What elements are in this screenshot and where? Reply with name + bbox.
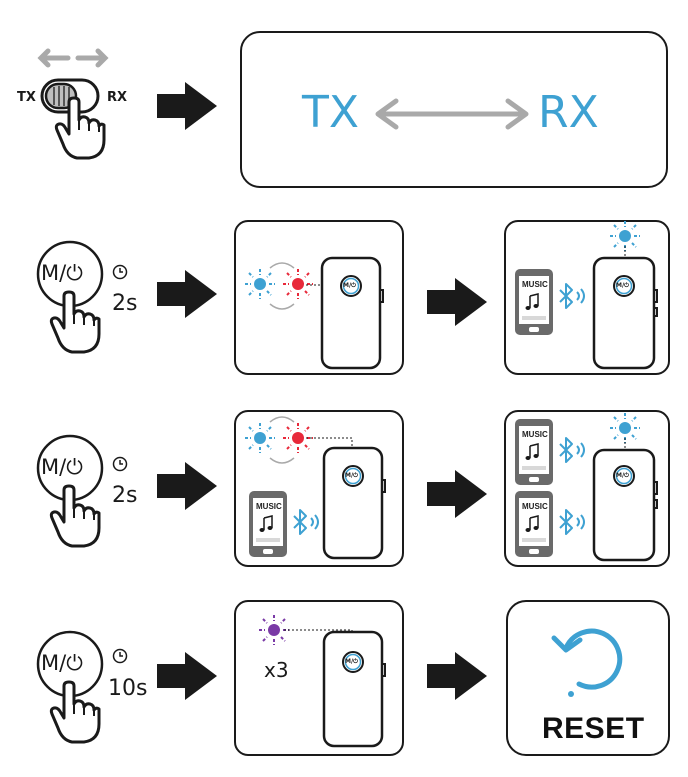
reset-circular-arrow-icon [551, 628, 623, 697]
tx-mode-label: TX [302, 87, 360, 138]
led-blue-icon [245, 269, 275, 299]
hold-duration: 2s [112, 483, 138, 508]
phone-screen-text: MUSIC [522, 280, 548, 289]
next-step-arrow-icon [157, 652, 217, 700]
switch-label-tx: TX [17, 90, 36, 105]
device-mode-button-label: M/⏻ [616, 472, 629, 479]
hold-duration: 2s [112, 291, 138, 316]
mode-panel: TX RX [240, 31, 668, 188]
next-step-arrow-icon [157, 270, 217, 318]
led-purple-icon [259, 615, 289, 645]
blink-count: x3 [264, 658, 289, 682]
bluetooth-icon [559, 509, 585, 535]
clock-icon [112, 264, 128, 280]
pairing-panel-after: MUSIC M/⏻ [504, 220, 670, 375]
phone-screen-text: MUSIC [256, 502, 282, 511]
next-step-arrow-icon [427, 470, 487, 518]
smartphone-icon [249, 491, 287, 557]
alternate-blink-arrows-icon [269, 262, 295, 310]
transmitter-device-icon [322, 630, 386, 748]
led-blue-icon [610, 221, 640, 251]
hand-pointer-icon [49, 680, 101, 744]
led-blue-icon [245, 423, 275, 453]
mode-power-button-label: M/⏻ [41, 651, 83, 675]
next-step-arrow-icon [427, 278, 487, 326]
transmitter-device-icon [592, 256, 658, 370]
mode-power-button-label: M/⏻ [41, 455, 83, 479]
reset-result-panel: RESET [506, 600, 670, 756]
hold-duration: 10s [108, 676, 148, 701]
hand-pointer-icon [49, 484, 101, 548]
hand-pointer-icon [54, 96, 106, 160]
phone-screen-text: MUSIC [522, 430, 548, 439]
mode-power-button-label: M/⏻ [41, 261, 83, 285]
next-step-arrow-icon [427, 652, 487, 700]
smartphone-icon [515, 269, 553, 335]
switch-label-rx: RX [107, 90, 128, 105]
bluetooth-icon [559, 283, 585, 309]
reset-panel-before: x3 M/⏻ [234, 600, 404, 756]
alternate-blink-arrows-icon [269, 416, 295, 464]
pairing-panel-before: M/⏻ [234, 220, 404, 375]
device-mode-button-label: M/⏻ [343, 282, 356, 289]
next-step-arrow-icon [157, 82, 217, 130]
next-step-arrow-icon [157, 462, 217, 510]
phone-screen-text: MUSIC [522, 502, 548, 511]
device-mode-button-label: M/⏻ [345, 658, 358, 665]
bluetooth-icon [559, 437, 585, 463]
transmitter-device-icon [592, 448, 658, 562]
led-red-icon [283, 269, 313, 299]
dual-pairing-panel-after: MUSIC MUSIC [504, 410, 670, 567]
double-arrow-icon [375, 98, 529, 130]
dual-pairing-panel-before: MUSIC M/⏻ [234, 410, 404, 567]
rx-mode-label: RX [538, 87, 599, 138]
switch-direction-arrows-icon [37, 48, 109, 68]
bluetooth-icon [293, 509, 319, 535]
clock-icon [112, 456, 128, 472]
led-pointer-line [306, 437, 353, 470]
device-mode-button-label: M/⏻ [616, 282, 629, 289]
smartphone-icon [515, 491, 553, 557]
led-blue-icon [610, 413, 640, 443]
reset-label: RESET [542, 712, 645, 745]
hand-pointer-icon [49, 290, 101, 354]
device-mode-button-label: M/⏻ [345, 472, 358, 479]
clock-icon [112, 648, 128, 664]
smartphone-icon [515, 419, 553, 485]
transmitter-device-icon [322, 446, 386, 560]
transmitter-device-icon [320, 256, 384, 370]
